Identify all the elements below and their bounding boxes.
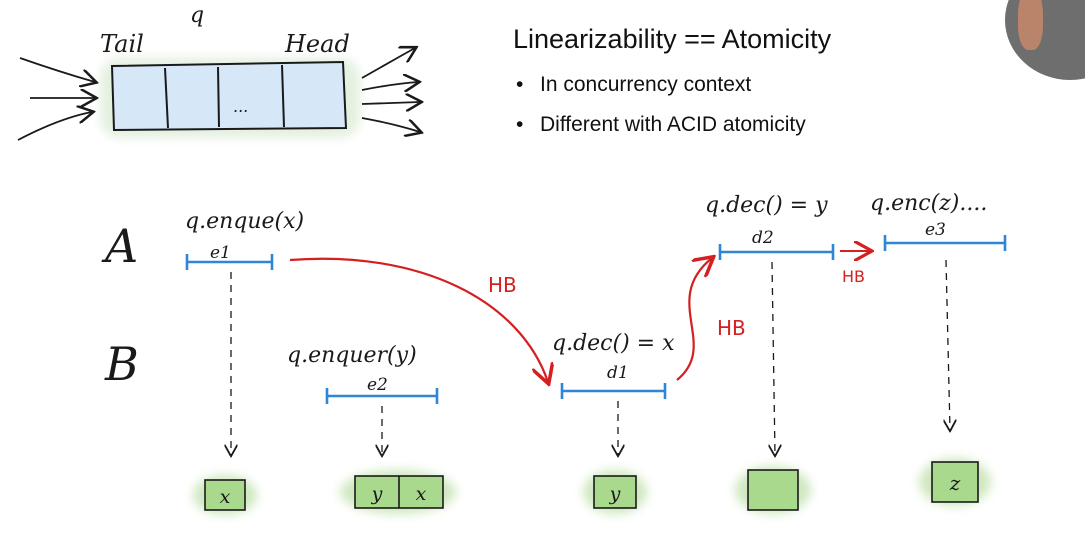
bullet-item: Different with ACID atomicity [516, 110, 806, 150]
operation-call-label: q.enque(x) [185, 209, 304, 234]
operation-id-label: d1 [607, 363, 629, 383]
hb-arrow-e1-d1 [289, 257, 548, 382]
operation-call-label: q.dec() = x [552, 331, 675, 356]
operation-id-label: e1 [210, 243, 231, 263]
operation-id-label: e3 [925, 220, 946, 240]
bullet-list: In concurrency context Different with AC… [516, 70, 806, 150]
hb-label: HB [717, 316, 746, 340]
presenter-video-figure [1018, 0, 1043, 50]
state-cell: y [371, 483, 383, 505]
operation-call-label: q.enquer(y) [287, 343, 417, 368]
operation-interval [718, 244, 835, 260]
queue-divider [164, 67, 169, 129]
queue-illustration: ... Tail Head q [17, 3, 420, 141]
queue-state-3: y [583, 470, 647, 514]
operation-interval [325, 388, 439, 404]
operation-id-label: d2 [752, 228, 774, 248]
hb-arrow-d1-d2 [676, 258, 712, 381]
state-arrow [946, 259, 950, 430]
queue-state-4 [735, 466, 811, 514]
operation-e1: q.enque(x) e1 [185, 209, 304, 455]
operation-interval [560, 383, 667, 399]
operation-id-label: e2 [367, 375, 388, 395]
operation-d1: q.dec() = x d1 [552, 331, 675, 455]
state-cell: x [220, 486, 231, 508]
slide-title: Linearizability == Atomicity [513, 24, 832, 54]
operation-call-label: q.dec() = y [705, 193, 828, 218]
thread-b-label: B [104, 337, 139, 391]
operation-d2: q.dec() = y d2 [705, 193, 835, 455]
queue-divider [281, 64, 285, 128]
queue-state-2: y x [340, 470, 456, 514]
state-cell: z [949, 471, 961, 495]
state-cell: y [609, 483, 621, 505]
queue-state-5: z [919, 458, 991, 506]
operation-e3: q.enc(z).... e3 [870, 191, 1007, 430]
incoming-arrow [17, 112, 92, 141]
queue-state-1: x [193, 475, 257, 515]
operation-interval [185, 254, 274, 270]
hb-label: HB [842, 267, 865, 286]
bullet-item: In concurrency context [516, 70, 806, 110]
outgoing-arrow [361, 82, 418, 90]
queue-box [110, 60, 348, 132]
queue-ellipsis: ... [233, 97, 248, 116]
outgoing-arrow [361, 102, 420, 104]
outgoing-arrow [361, 48, 415, 79]
state-arrow [772, 261, 775, 455]
thread-a-label: A [101, 219, 138, 273]
hb-label: HB [488, 273, 517, 297]
queue-divider [217, 66, 220, 128]
state-cell: x [416, 483, 427, 505]
operation-interval [883, 235, 1007, 251]
queue-name-label: q [190, 3, 204, 28]
outgoing-arrow [361, 117, 420, 132]
queue-head-label: Head [284, 30, 350, 58]
queue-tail-label: Tail [100, 30, 144, 58]
operation-e2: q.enquer(y) e2 [287, 343, 439, 455]
incoming-arrow [19, 57, 95, 82]
operation-call-label: q.enc(z).... [870, 191, 987, 216]
